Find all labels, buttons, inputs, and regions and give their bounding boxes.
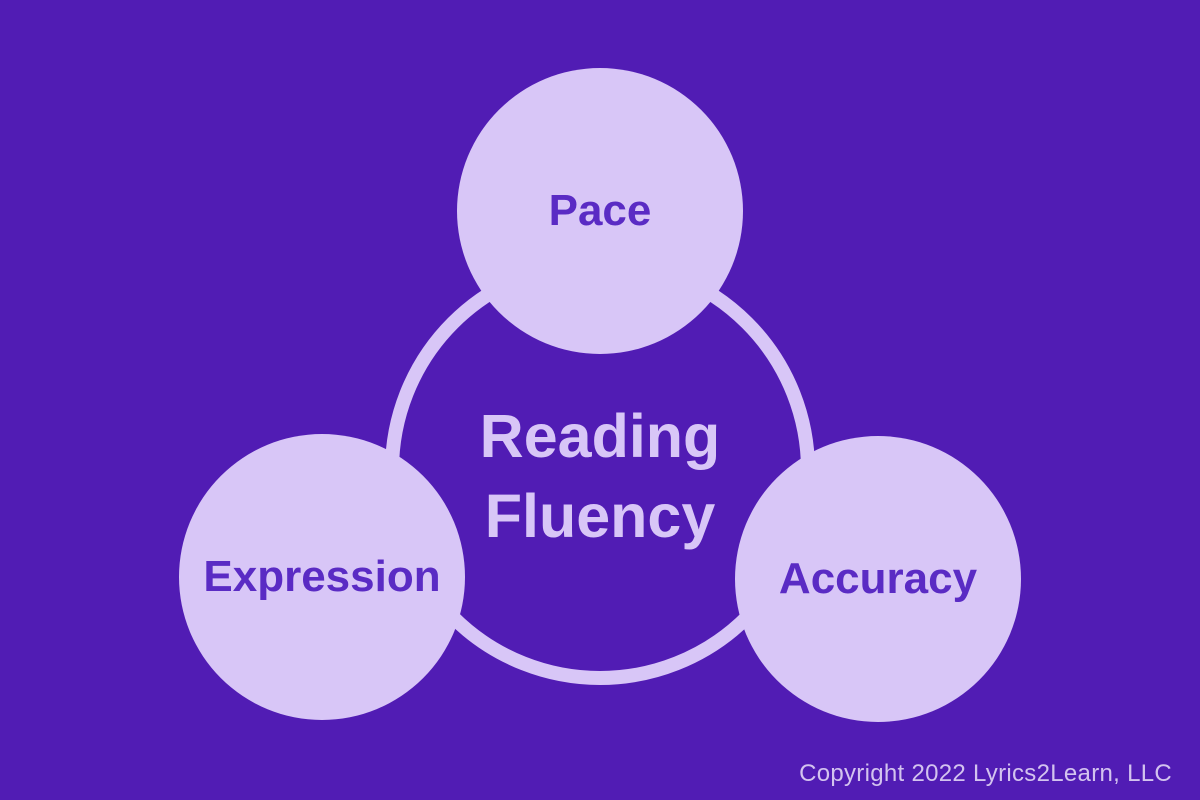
- copyright-text: Copyright 2022 Lyrics2Learn, LLC: [799, 760, 1172, 787]
- node-accuracy: Accuracy: [735, 436, 1021, 722]
- node-pace: Pace: [457, 68, 743, 354]
- diagram-title: Reading Fluency: [400, 396, 800, 556]
- diagram-title-line2: Fluency: [484, 482, 716, 550]
- diagram-title-line1: Reading: [479, 402, 721, 470]
- node-expression-label: Expression: [203, 552, 441, 601]
- node-pace-label: Pace: [548, 186, 652, 235]
- node-accuracy-label: Accuracy: [778, 554, 978, 603]
- node-expression: Expression: [179, 434, 465, 720]
